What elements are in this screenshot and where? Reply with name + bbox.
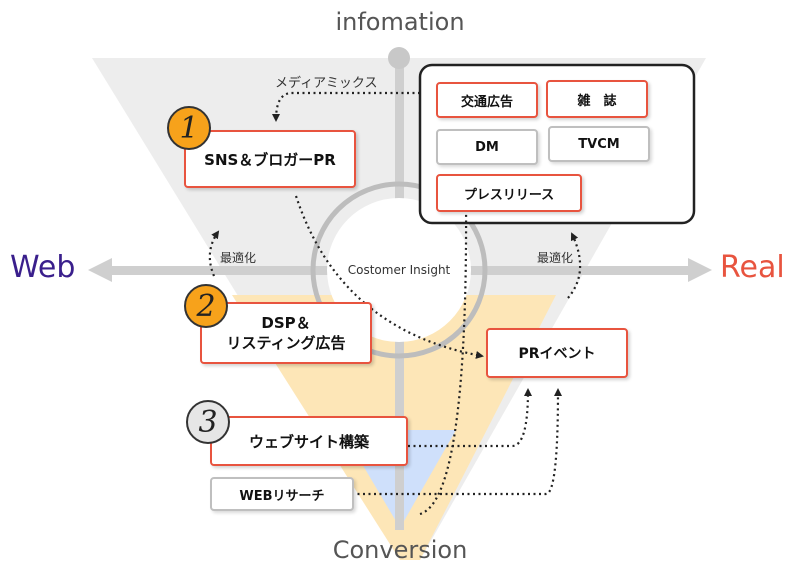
axis-label-web: Web bbox=[10, 250, 76, 285]
axis-label-real: Real bbox=[720, 250, 785, 285]
listing-ad-label: リスティング広告 bbox=[226, 334, 346, 352]
website-build-box: ウェブサイト構築 bbox=[210, 416, 408, 466]
step-3-badge: 3 bbox=[186, 400, 230, 444]
optimize-left-label: 最適化 bbox=[220, 251, 257, 265]
dsp-listing-ad-box: DSP＆ リスティング広告 bbox=[200, 302, 372, 364]
top-title: infomation bbox=[335, 8, 465, 36]
step-3-number: 3 bbox=[198, 404, 218, 440]
optimize-left-arrow bbox=[208, 230, 220, 277]
traffic-ad-box: 交通広告 bbox=[436, 82, 538, 118]
step-1-number: 1 bbox=[179, 110, 199, 146]
sns-blogger-pr-box: SNS＆ブロガーPR bbox=[184, 130, 356, 188]
press-release-label: プレスリリース bbox=[463, 187, 555, 203]
step-2-badge: 2 bbox=[184, 284, 228, 328]
press-release-box: プレスリリース bbox=[436, 174, 582, 212]
website-to-pr-arrow bbox=[408, 388, 532, 448]
customer-insight-label: Costomer Insight bbox=[347, 263, 451, 277]
axis-right-arrow bbox=[688, 258, 712, 282]
website-build-label: ウェブサイト構築 bbox=[248, 432, 369, 451]
tvcm-label: TVCM bbox=[578, 136, 620, 152]
dm-label: DM bbox=[475, 139, 499, 155]
bottom-title: Conversion bbox=[332, 536, 468, 564]
web-research-label: WEBリサーチ bbox=[239, 488, 325, 504]
dm-box: DM bbox=[436, 129, 538, 165]
magazine-label: 雑 誌 bbox=[577, 93, 617, 109]
pr-event-box: PRイベント bbox=[486, 328, 628, 378]
axis-top-dot bbox=[388, 47, 410, 69]
tvcm-box: TVCM bbox=[548, 126, 650, 162]
optimize-right-label: 最適化 bbox=[537, 251, 574, 265]
media-mix-arrow bbox=[272, 91, 420, 122]
customer-insight-ring bbox=[310, 181, 488, 359]
step-2-number: 2 bbox=[196, 288, 216, 324]
sns-to-pr-arrow bbox=[294, 195, 484, 359]
traffic-ad-label: 交通広告 bbox=[460, 94, 513, 110]
step-1-badge: 1 bbox=[167, 106, 211, 150]
axis-left-arrow bbox=[88, 258, 112, 282]
pr-event-label: PRイベント bbox=[518, 346, 596, 362]
sns-blogger-pr-label: SNS＆ブロガーPR bbox=[204, 150, 336, 169]
media-mix-label: メディアミックス bbox=[275, 76, 378, 91]
magazine-box: 雑 誌 bbox=[546, 80, 648, 118]
dsp-label: DSP＆ bbox=[261, 314, 311, 332]
web-research-box: WEBリサーチ bbox=[210, 477, 354, 511]
optimize-right-arrow bbox=[567, 232, 582, 299]
